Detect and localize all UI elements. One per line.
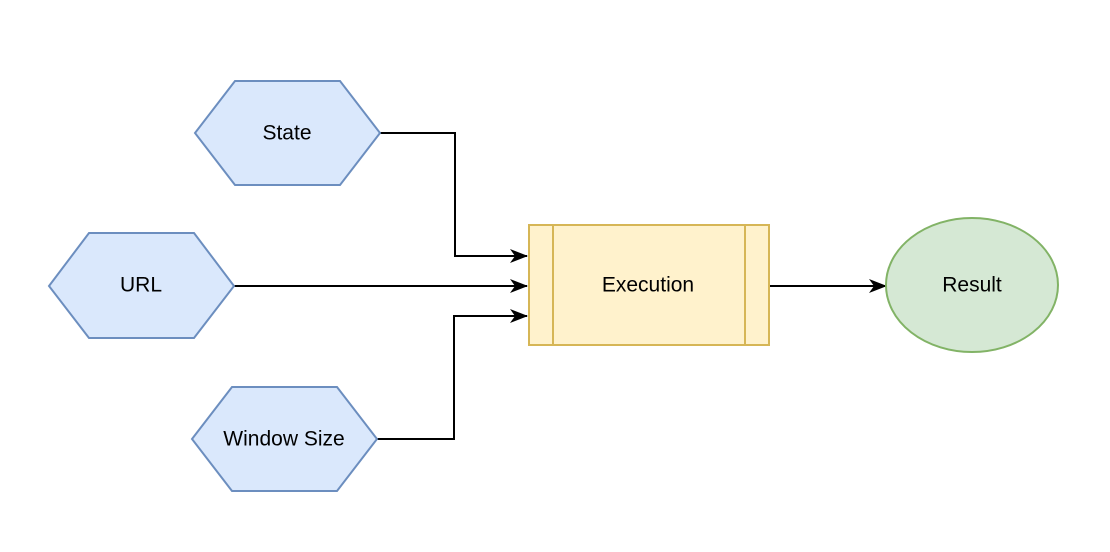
state-label: State bbox=[262, 122, 311, 145]
execution-label: Execution bbox=[602, 274, 694, 297]
edge-state-to-execution bbox=[380, 132, 528, 263]
node-result[interactable]: Result bbox=[885, 217, 1059, 353]
window-size-label: Window Size bbox=[223, 428, 344, 451]
url-hexagon-shape bbox=[47, 232, 236, 339]
window-size-hexagon-shape bbox=[190, 386, 379, 492]
node-url[interactable]: URL bbox=[47, 232, 236, 339]
result-label: Result bbox=[942, 274, 1002, 297]
url-label: URL bbox=[120, 274, 162, 297]
edge-window-size-to-execution bbox=[377, 309, 528, 440]
state-hexagon-shape bbox=[193, 80, 382, 186]
edges bbox=[234, 132, 887, 440]
node-execution[interactable]: Execution bbox=[528, 224, 770, 346]
node-state[interactable]: State bbox=[193, 80, 382, 186]
result-ellipse-shape bbox=[885, 217, 1059, 353]
execution-process-shape bbox=[528, 224, 770, 346]
node-window-size[interactable]: Window Size bbox=[190, 386, 379, 492]
